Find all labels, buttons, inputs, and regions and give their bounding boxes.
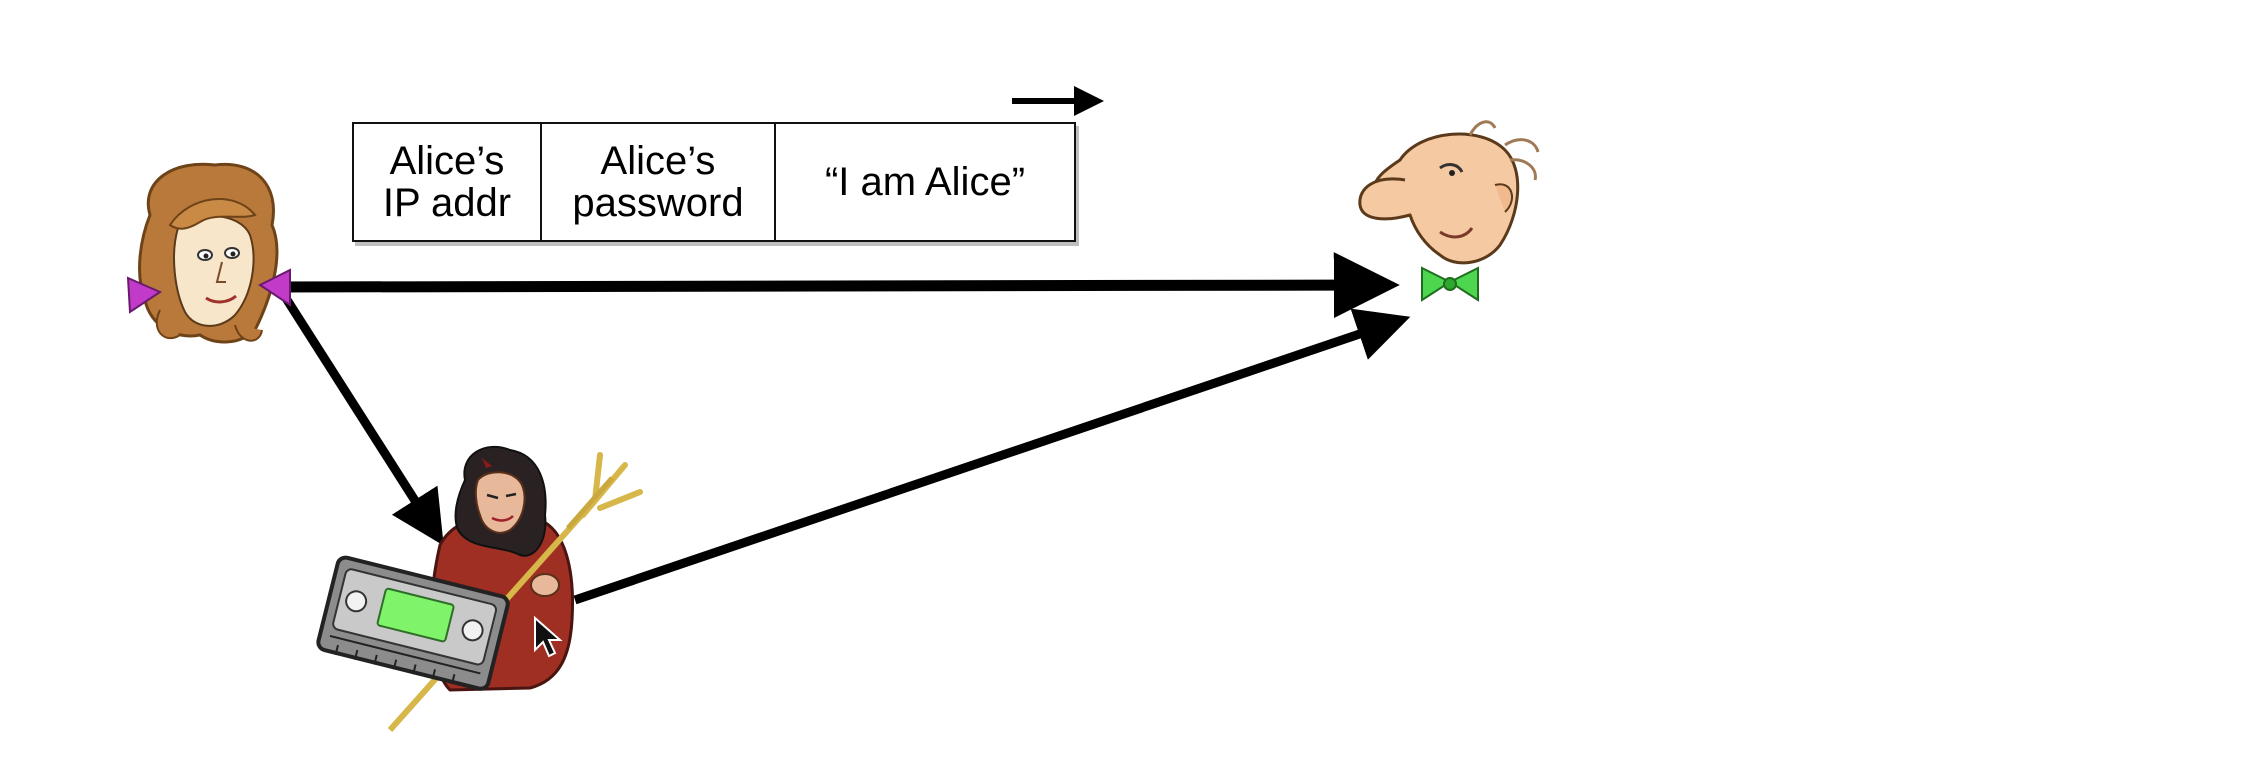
packet-box: Alice’s IP addr Alice’s password “I am A…	[352, 122, 1076, 242]
packet-password-cell: Alice’s password	[542, 124, 776, 240]
arrow-alice-to-trudy	[278, 289, 444, 546]
packet-message-text: “I am Alice”	[824, 160, 1026, 204]
packet-ip-addr-line1: Alice’s	[389, 139, 505, 183]
packet-message-cell: “I am Alice”	[776, 124, 1074, 240]
arrow-trudy-to-bob	[573, 308, 1411, 605]
packet-ip-addr-line2: IP addr	[382, 181, 512, 225]
bob-icon	[1358, 120, 1540, 302]
cursor-icon	[534, 615, 563, 658]
recorder-icon	[316, 555, 510, 691]
alice-icon	[126, 162, 291, 344]
packet-ip-addr-cell: Alice’s IP addr	[354, 124, 542, 240]
arrow-alice-to-bob	[277, 252, 1400, 319]
packet-password-line1: Alice’s	[600, 139, 716, 183]
packet-password-line2: password	[572, 181, 744, 225]
